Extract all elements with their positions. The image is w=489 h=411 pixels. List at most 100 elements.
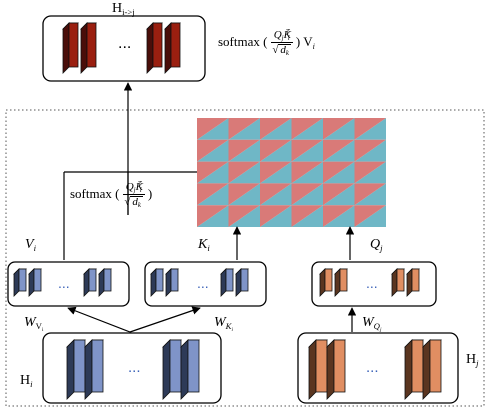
attention-cell-lower [323,118,355,140]
attention-cell-upper [354,118,386,140]
attention-cell-upper [228,139,260,162]
key-dots: ... [197,275,209,291]
arrow-hi-to-value [67,306,131,333]
weight-v-label: WVi [24,315,44,333]
key-label: Ki [198,237,210,254]
output-slab-1 [62,22,79,74]
attention-cell-lower [260,139,292,162]
input-hi-label: Hi [20,373,33,390]
output-slab-4 [164,22,181,74]
input-hj-slab-4 [422,339,442,400]
attention-cell-upper [228,118,260,140]
output-label: Hi->j [112,1,135,18]
input-hj-slab-2 [326,339,346,400]
attention-cell-upper [197,183,229,206]
attention-cell-lower [228,118,260,140]
input-hi-slab-4 [180,339,200,400]
attention-cell-upper [323,161,355,184]
attention-cell-upper [291,118,323,140]
weight-k-label: WKi [214,315,233,333]
attention-cell-upper [228,205,260,227]
value-slab-1 [13,268,27,297]
attention-cell-upper [291,183,323,206]
attention-cell-lower [197,205,229,227]
connection-lines [63,82,357,333]
value-slab-4 [98,268,112,297]
attention-cell-upper [260,161,292,184]
input-hi-slab-1 [66,339,86,400]
query-slab-4 [406,268,420,297]
attention-cell-upper [260,118,292,140]
attention-cell-lower [197,183,229,206]
attention-cell-upper [354,161,386,184]
attention-cell-lower [260,205,292,227]
attention-cell-lower [197,139,229,162]
attention-cell-upper [291,161,323,184]
value-feature-blocks [13,268,112,297]
attention-cell-lower [197,118,229,140]
value-slab-2 [28,268,42,297]
input-hi-slab-2 [84,339,104,400]
output-slab-3 [146,22,163,74]
attention-cell-upper [354,205,386,227]
query-slab-2 [334,268,348,297]
attention-cell-upper [323,205,355,227]
attention-cell-lower [291,205,323,227]
attention-cell-upper [228,183,260,206]
query-slab-1 [319,268,333,297]
attention-cell-upper [197,161,229,184]
attention-cell-lower [228,205,260,227]
attention-cell-lower [354,139,386,162]
attention-cell-upper [260,205,292,227]
input-hi-dots: ... [128,359,141,376]
attention-cell-upper [323,183,355,206]
query-dots: ... [366,275,378,291]
attention-cell-upper [323,118,355,140]
key-slab-2 [165,268,179,297]
attention-cell-lower [228,183,260,206]
key-slab-1 [150,268,164,297]
key-feature-blocks [150,268,249,297]
attention-cell-upper [354,139,386,162]
attention-cell-lower [354,205,386,227]
input-hj-feature-blocks [308,339,442,400]
value-label: Vi [25,237,36,254]
attention-cell-lower [291,139,323,162]
attention-cell-lower [260,183,292,206]
attention-cell-upper [260,139,292,162]
attention-cell-lower [323,139,355,162]
attention-cell-upper [260,183,292,206]
attention-cell-upper [197,118,229,140]
attention-cell-lower [291,118,323,140]
attention-cell-lower [323,183,355,206]
query-feature-blocks [319,268,420,297]
input-hj-slab-3 [404,339,424,400]
attention-cell-lower [354,118,386,140]
input-hj-dots: ... [366,359,379,376]
attention-cell-upper [197,139,229,162]
attention-cell-upper [291,139,323,162]
key-slab-4 [235,268,249,297]
input-hi-slab-3 [162,339,182,400]
query-slab-3 [391,268,405,297]
weight-q-label: WQj [362,315,382,333]
attention-cell-upper [197,205,229,227]
input-hj-label: Hj [466,352,479,369]
attention-matrix-grid [197,118,386,227]
attention-cell-upper [354,183,386,206]
attention-cell-lower [291,183,323,206]
attention-cell-lower [228,139,260,162]
attention-cell-upper [291,205,323,227]
attention-region-border [5,109,485,407]
output-formula: softmax ( QjKiT √dk ) Vi [218,29,315,58]
arrow-hi-to-key [129,306,201,333]
output-dots: ... [118,35,132,52]
input-hi-feature-blocks [66,339,200,400]
attention-cell-upper [228,161,260,184]
attention-cell-lower [354,183,386,206]
value-dots: ... [58,275,70,291]
output-slab-2 [80,22,97,74]
value-slab-3 [83,268,97,297]
attention-cell-lower [323,205,355,227]
